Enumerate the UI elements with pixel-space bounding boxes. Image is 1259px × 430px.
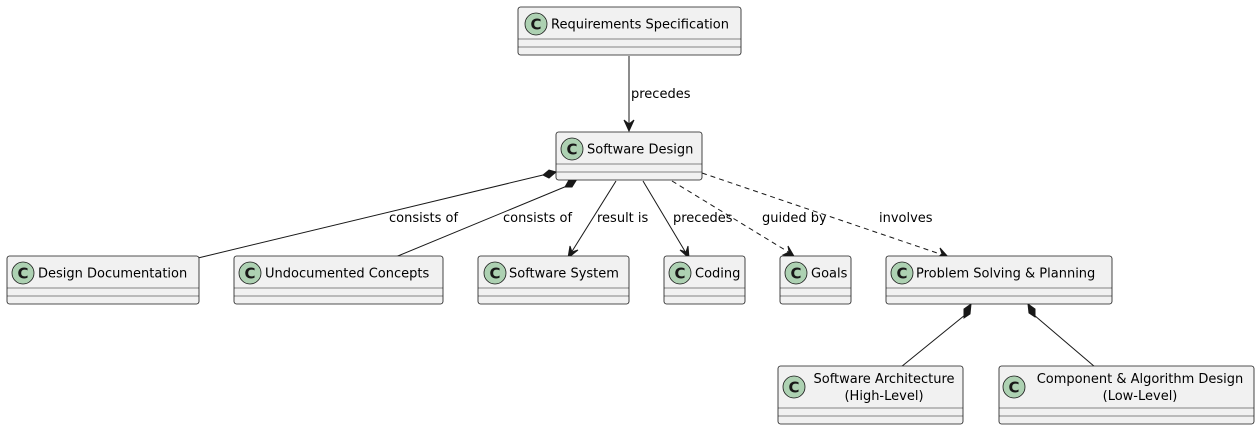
class-stereotype-letter: C [489, 265, 500, 283]
class-stereotype-letter: C [566, 141, 577, 159]
class-name: Requirements Specification [551, 18, 729, 33]
edge-design-guided-by-goals: guided by [671, 180, 827, 259]
edge-label: result is [597, 211, 649, 226]
edge-design-consists-of-undocumented: consists of [392, 178, 578, 259]
class-software-system[interactable]: C Software System [477, 255, 630, 305]
edge-label: consists of [503, 211, 572, 226]
composition-diamond [542, 169, 558, 179]
class-stereotype-icon [782, 375, 806, 399]
class-stereotype-icon [1002, 375, 1026, 399]
class-name: Problem Solving & Planning [916, 267, 1095, 282]
class-component-algorithm-design[interactable]: C Component & Algorithm Design (Low-Leve… [998, 365, 1255, 425]
edge-requirements-precedes-design: precedes [623, 56, 691, 133]
class-name-line-2: (Low-Level) [1103, 389, 1178, 404]
class-name: Software System [509, 267, 619, 282]
edge-problem-composition-architecture [900, 302, 972, 368]
class-name-line-1: Software Architecture [813, 372, 954, 387]
class-stereotype-icon [560, 137, 584, 161]
edge-label: involves [879, 211, 933, 226]
class-software-architecture[interactable]: C Software Architecture (High-Level) [777, 365, 964, 425]
class-problem-solving-planning[interactable]: C Problem Solving & Planning [885, 255, 1113, 305]
class-stereotype-letter: C [244, 265, 255, 283]
edge-label: precedes [673, 211, 733, 226]
class-name: Design Documentation [38, 267, 187, 282]
class-software-design[interactable]: C Software Design [555, 131, 703, 181]
composition-diamond [1027, 302, 1036, 318]
edge-design-involves-problem: involves [701, 172, 951, 259]
class-coding[interactable]: C Coding [663, 255, 746, 305]
class-requirements-specification[interactable]: C Requirements Specification [517, 6, 742, 56]
edge-design-precedes-coding: precedes [642, 180, 733, 260]
edge-label: guided by [762, 211, 827, 226]
class-stereotype-letter: C [674, 265, 685, 283]
edge-design-consists-of-documentation: consists of [197, 169, 558, 259]
class-name-line-1: Component & Algorithm Design [1037, 372, 1244, 387]
class-stereotype-icon [784, 261, 808, 285]
edges: precedes consists of consists of result … [197, 56, 1096, 368]
arrowhead [567, 245, 579, 260]
class-goals[interactable]: C Goals [779, 255, 852, 305]
class-name-line-2: (High-Level) [844, 389, 923, 404]
class-stereotype-icon [668, 261, 692, 285]
arrowhead [679, 245, 690, 260]
class-stereotype-icon [483, 261, 507, 285]
class-stereotype-icon [890, 261, 914, 285]
edge-problem-composition-component [1027, 302, 1096, 368]
class-name: Coding [695, 267, 740, 282]
class-stereotype-icon [524, 12, 548, 36]
edge-label: precedes [631, 87, 691, 102]
class-stereotype-letter: C [1008, 379, 1019, 397]
class-name: Software Design [587, 143, 693, 158]
arrowhead [623, 119, 635, 133]
class-stereotype-icon [11, 261, 35, 285]
class-name: Undocumented Concepts [265, 267, 429, 282]
edge-design-result-is-system: result is [567, 180, 649, 260]
class-stereotype-letter: C [17, 265, 28, 283]
class-design-documentation[interactable]: C Design Documentation [6, 255, 200, 305]
edge-label: consists of [389, 211, 458, 226]
class-stereotype-letter: C [788, 379, 799, 397]
class-name: Goals [811, 267, 848, 282]
class-stereotype-letter: C [790, 265, 801, 283]
class-undocumented-concepts[interactable]: C Undocumented Concepts [233, 255, 444, 305]
class-stereotype-letter: C [530, 16, 541, 34]
composition-diamond [963, 302, 972, 319]
class-stereotype-icon [238, 261, 262, 285]
class-stereotype-letter: C [896, 265, 907, 283]
